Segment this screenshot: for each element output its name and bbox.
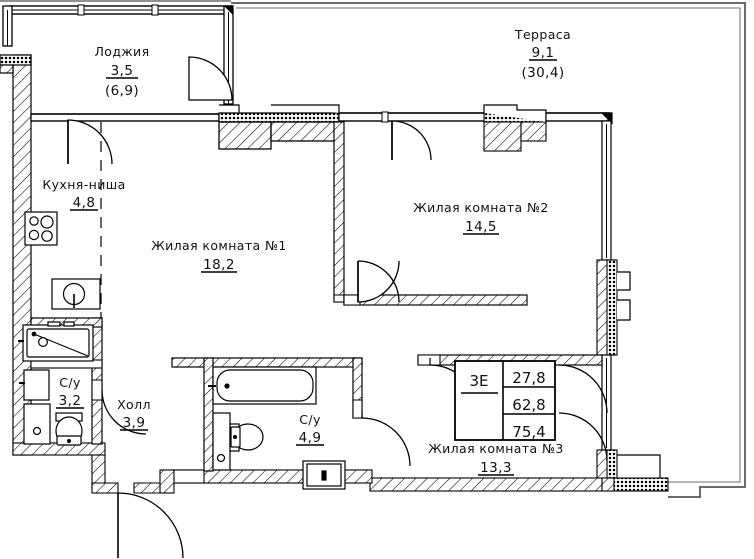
room-label-wc2: С/у 4,9 [296, 412, 324, 446]
room-label-room2: Жилая комната №2 14,5 [413, 200, 548, 235]
room-label-kitchen: Кухня-ниша 4,8 [42, 177, 125, 211]
interior-partitions [30, 121, 603, 472]
room3-name: Жилая комната №3 [428, 441, 563, 456]
kitchen-area: 4,8 [73, 195, 96, 211]
basin-icon-wc2 [302, 460, 346, 490]
plumbing-and-kitchen-fixtures [18, 104, 346, 490]
shower-tray-icon [18, 321, 94, 362]
wc1-name: С/у [59, 375, 81, 390]
hall-area: 3,9 [123, 415, 146, 431]
apartment-summary-box: 3Е 27,8 62,8 75,4 [454, 360, 556, 441]
room2-name: Жилая комната №2 [413, 200, 548, 215]
washbasin-icon [51, 278, 101, 310]
room1-name: Жилая комната №1 [151, 238, 286, 253]
room1-area: 18,2 [203, 257, 235, 273]
room2-area: 14,5 [465, 219, 497, 235]
summary-type-code: 3Е [469, 372, 488, 390]
terrace-area-alt: (30,4) [522, 65, 565, 81]
hall-name: Холл [117, 397, 151, 412]
door-swings [67, 56, 608, 559]
wc2-area: 4,9 [299, 430, 322, 446]
toilet-icon-wc1 [55, 412, 83, 446]
wc1-area: 3,2 [59, 393, 82, 409]
loggia-name: Лоджия [95, 44, 150, 59]
structural-walls [0, 54, 669, 494]
summary-living-area: 27,8 [512, 369, 545, 387]
bathtub-icon [208, 366, 317, 405]
cabinet-icon [19, 369, 50, 401]
terrace-name: Терраса [514, 27, 571, 42]
room-label-room1: Жилая комната №1 18,2 [151, 238, 286, 273]
room-label-room3: Жилая комната №3 13,3 [428, 441, 563, 476]
bidet-icon [23, 403, 51, 445]
room-label-terrace: Терраса 9,1 (30,4) [514, 27, 571, 81]
room3-area: 13,3 [480, 460, 512, 476]
summary-total-area: 62,8 [512, 396, 545, 414]
stove-icon [24, 211, 58, 246]
loggia-area-alt: (6,9) [105, 83, 139, 99]
kitchen-name: Кухня-ниша [42, 177, 125, 192]
wc2-name: С/у [299, 412, 321, 427]
loggia-enclosure [2, 4, 234, 105]
building-outline [0, 0, 746, 498]
room-label-loggia: Лоджия 3,5 (6,9) [95, 44, 150, 99]
loggia-area: 3,5 [111, 63, 134, 79]
terrace-area: 9,1 [532, 45, 555, 61]
room-label-wc1: С/у 3,2 [56, 375, 84, 409]
summary-total-with-balconies: 75,4 [512, 423, 545, 441]
toilet-icon-wc2 [229, 423, 264, 452]
room-label-hall: Холл 3,9 [117, 397, 151, 431]
